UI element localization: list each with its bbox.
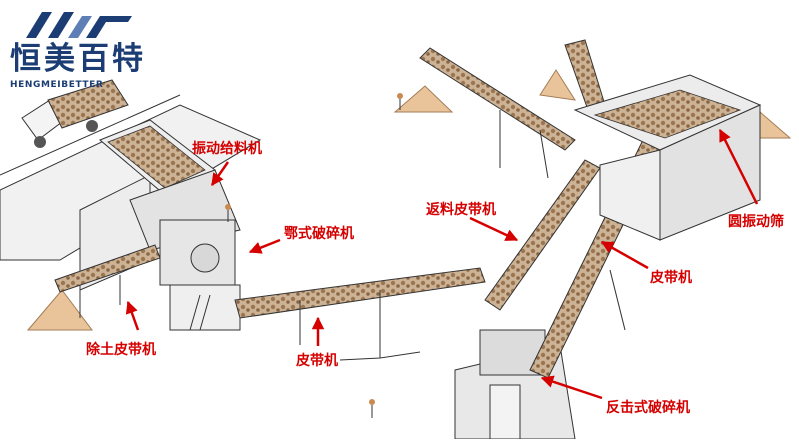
arrow-soil-removal-belt — [125, 300, 140, 331]
label-belt-conveyor-right: 皮带机 — [650, 270, 692, 286]
company-logo: 恒美百特 HENGMEIBETTER — [4, 4, 154, 100]
logo-name-cn: 恒美百特 — [10, 41, 146, 77]
vibrating-feeder — [99, 119, 241, 251]
arrow-belt-right — [600, 240, 649, 270]
arrow-circular-screen — [718, 128, 759, 205]
label-circular-screen: 圆振动筛 — [728, 214, 784, 230]
label-impact-crusher: 反击式破碎机 — [606, 400, 690, 416]
jaw-crusher — [159, 219, 241, 331]
logo-name-en: HENGMEIBETTER — [10, 80, 104, 90]
logo-mark-icon — [26, 12, 132, 38]
label-soil-removal-belt: 除土皮带机 — [86, 342, 156, 358]
dump-truck — [21, 79, 129, 148]
soil-removal-belt — [54, 244, 161, 318]
label-vibrating-feeder: 振动给料机 — [192, 141, 262, 157]
return-belt — [419, 47, 601, 311]
arrow-impact-crusher — [540, 375, 603, 400]
belt-conveyor-bottom — [234, 267, 486, 361]
callout-arrows — [125, 128, 759, 400]
circular-screen — [573, 74, 762, 241]
arrow-jaw-crusher — [248, 238, 281, 254]
workers — [225, 93, 403, 418]
label-belt-conveyor-bottom: 皮带机 — [296, 353, 338, 369]
label-return-belt: 返料皮带机 — [426, 202, 496, 218]
arrow-vibrating-feeder — [210, 161, 230, 187]
arrow-return-belt — [469, 216, 519, 242]
label-jaw-crusher: 鄂式破碎机 — [284, 226, 354, 242]
